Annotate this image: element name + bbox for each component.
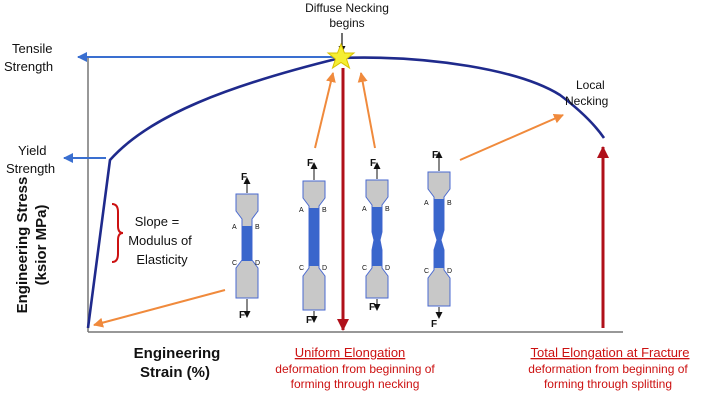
total-elongation-desc-2: forming through splitting — [544, 377, 672, 391]
force-bottom-1: F — [239, 310, 245, 321]
specimen-1: F F A B C D — [232, 172, 260, 321]
pointer-elastic — [93, 289, 226, 328]
mark-d-2: D — [322, 265, 327, 272]
local-necking-label: Local — [576, 78, 605, 92]
tensile-strength-label-2: Strength — [4, 59, 53, 74]
mark-c-2: C — [299, 265, 304, 272]
force-top-2: F — [307, 158, 313, 169]
mark-a-4: A — [424, 200, 429, 207]
y-axis-title: Engineering Stress — [14, 177, 31, 314]
mark-a-3: A — [362, 206, 367, 213]
slope-label-3: Elasticity — [136, 252, 188, 267]
mark-a-1: A — [232, 224, 237, 231]
tensile-strength-label: Tensile — [12, 41, 52, 56]
specimen-4: F F A B C D — [424, 150, 452, 330]
total-elongation-desc: deformation from beginning of — [528, 362, 688, 376]
diffuse-necking-label-2: begins — [329, 16, 364, 30]
mark-c-1: C — [232, 260, 237, 267]
specimen-2: F F A B C D — [299, 158, 327, 326]
pointer-diffuse — [357, 72, 376, 149]
uniform-elongation-desc: deformation from beginning of — [275, 362, 435, 376]
x-axis-title-2: Strain (%) — [140, 364, 210, 381]
force-top-3: F — [370, 158, 376, 169]
uniform-elongation-desc-2: forming through necking — [291, 377, 420, 391]
mark-d-4: D — [447, 268, 452, 275]
pointer-uniform — [314, 72, 336, 149]
mark-c-4: C — [424, 268, 429, 275]
total-elongation-title: Total Elongation at Fracture — [531, 345, 690, 360]
mark-b-4: B — [447, 200, 452, 207]
mark-b-3: B — [385, 206, 390, 213]
mark-d-1: D — [255, 260, 260, 267]
stress-strain-curve — [86, 56, 606, 329]
local-necking-label-2: Necking — [565, 94, 608, 108]
force-bottom-2: F — [306, 315, 312, 326]
diffuse-necking-label: Diffuse Necking — [305, 1, 389, 15]
pointer-local — [459, 114, 564, 161]
slope-label-2: Modulus of — [128, 233, 192, 248]
mark-a-2: A — [299, 207, 304, 214]
mark-b-1: B — [255, 224, 260, 231]
force-top-4: F — [432, 150, 438, 161]
y-axis-title-2: (ksior MPa) — [33, 205, 50, 286]
mark-c-3: C — [362, 265, 367, 272]
star-icon — [326, 42, 356, 70]
slope-brace — [111, 203, 124, 263]
force-top-1: F — [241, 172, 247, 183]
slope-label: Slope = — [135, 214, 179, 229]
mark-b-2: B — [322, 207, 327, 214]
yield-strength-label: Yield — [18, 143, 46, 158]
force-bottom-4: F — [431, 319, 437, 330]
uniform-elongation-title: Uniform Elongation — [295, 345, 406, 360]
x-axis-title: Engineering — [134, 345, 221, 362]
specimen-3: F F A B C D — [362, 158, 390, 313]
yield-strength-label-2: Strength — [6, 161, 55, 176]
mark-d-3: D — [385, 265, 390, 272]
force-bottom-3: F — [369, 302, 375, 313]
